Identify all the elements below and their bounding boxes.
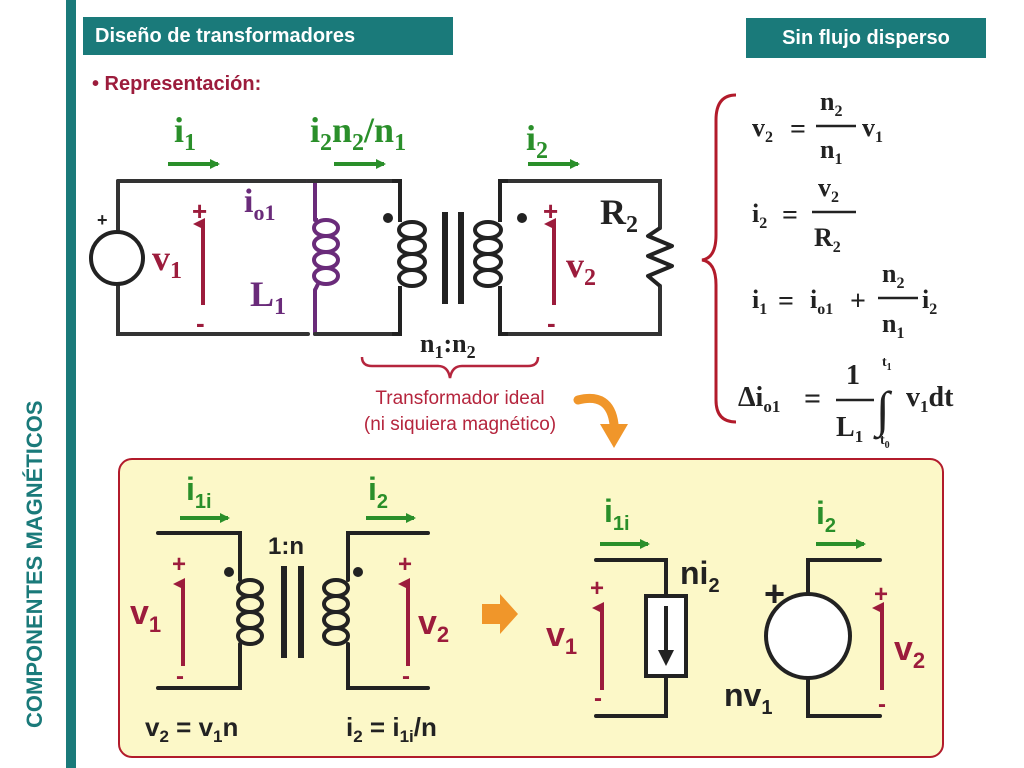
panel-dot-primary [224, 567, 234, 577]
eq3-a: io1 [810, 285, 833, 318]
orange-arrowhead [600, 424, 628, 448]
eq3-lhs: i1 [752, 285, 767, 318]
eq4-rhs: v1dt [906, 382, 954, 416]
ideal-transformer-note: Transformador ideal (ni siquiera magnéti… [310, 386, 610, 438]
panel-core-left [281, 566, 287, 658]
eq3-den: n1 [882, 309, 904, 342]
eq4-lhs: Δio1 [738, 382, 780, 416]
eq4-lower: t0 [880, 433, 890, 451]
top-circuit [116, 179, 662, 336]
label-nv1: nv1 [724, 677, 772, 719]
panel-equivalent-circuit [594, 558, 882, 718]
eq1-num: n2 [820, 87, 842, 120]
eq2-equals: = [782, 200, 798, 231]
eq1-equals: = [790, 114, 806, 145]
eq-v1-minus: - [594, 685, 602, 712]
panel-label-ratio: 1:n [268, 533, 304, 560]
label-L1: L1 [250, 274, 286, 320]
equations-brace [701, 93, 737, 424]
eq4-num: 1 [846, 360, 860, 391]
panel-v1-minus: - [176, 663, 184, 690]
condition-tag: Sin flujo disperso [746, 18, 986, 58]
transformer-primary-coil [392, 179, 427, 336]
eq2-lhs: i2 [752, 199, 767, 232]
eq1-rhs: v1 [862, 113, 883, 146]
eq3-num: n2 [882, 259, 904, 292]
transformer-secondary-coil [473, 179, 508, 336]
panel-label-i1i: i1i [186, 471, 212, 513]
eq-v1-plus: + [590, 575, 604, 602]
eq3-equals: = [778, 286, 794, 317]
panel-eq-left: v2 = v1n [145, 712, 238, 746]
label-v2: v2 [566, 245, 596, 291]
eq-label-v1: v1 [546, 616, 577, 659]
eq-label-i2: i2 [816, 495, 836, 537]
source-plus: + [97, 210, 108, 230]
panel-v2-minus: - [402, 663, 410, 690]
v2-plus: + [543, 196, 558, 226]
panel-label-i2: i2 [368, 471, 388, 513]
label-i-mid: i2n2/n1 [310, 110, 406, 156]
eq4-equals: = [804, 382, 821, 415]
section-bullet: • Representación: [92, 73, 262, 95]
eq1-den: n1 [820, 135, 842, 168]
eq3-b: i2 [922, 285, 937, 318]
transformer-brace [360, 356, 540, 379]
panel-label-v1: v1 [130, 594, 161, 637]
equations: v2 = n2 n1 v1 i2 = v2 R2 i1 = io1 + n2 n… [738, 87, 954, 451]
label-ni2: ni2 [680, 555, 720, 597]
v2-minus: - [547, 308, 556, 338]
eq2-den: R2 [814, 223, 841, 256]
label-i1: i1 [174, 110, 196, 156]
core-bar-left [442, 212, 448, 304]
eq-v2-plus: + [874, 581, 888, 608]
panel-eq-right: i2 = i1i/n [346, 712, 437, 746]
core-bar-right [458, 212, 464, 304]
orange-curved-arrow [573, 394, 619, 429]
eq-v2-minus: - [878, 691, 886, 718]
voltage-source-nv1 [764, 592, 852, 680]
eq-label-v2: v2 [894, 630, 925, 673]
eq2-num: v2 [818, 173, 839, 206]
label-io1: io1 [244, 183, 275, 225]
v1-plus: + [192, 196, 207, 226]
panel-v1-plus: + [172, 551, 186, 578]
eq3-plus: + [850, 286, 866, 317]
current-source-arrowhead [658, 650, 674, 666]
panel-dot-secondary [353, 567, 363, 577]
sidebar-bar [66, 0, 76, 768]
eq4-integral: ∫ [873, 381, 893, 440]
panel-orange-arrow [482, 594, 518, 634]
eq4-upper: t1 [882, 355, 892, 373]
v1-minus: - [196, 308, 205, 338]
label-R2: R2 [600, 192, 638, 238]
eq1-lhs: v2 [752, 113, 773, 146]
label-i2: i2 [526, 118, 548, 164]
resistor-R2 [646, 226, 674, 288]
inductor-L1 [312, 218, 340, 291]
polarity-dot-primary [383, 213, 393, 223]
label-ratio: n1:n2 [420, 329, 476, 362]
eq-label-i1i: i1i [604, 493, 630, 535]
note-line-2: (ni siquiera magnético) [363, 414, 557, 435]
note-line-1: Transformador ideal [375, 388, 545, 409]
panel-ideal-transformer [156, 531, 430, 690]
polarity-dot-secondary [517, 213, 527, 223]
panel-core-right [298, 566, 304, 658]
panel-label-v2: v2 [418, 604, 449, 647]
label-v1: v1 [152, 238, 182, 284]
slide-title: Diseño de transformadores [83, 17, 453, 55]
eq4-den: L1 [836, 412, 863, 446]
voltage-source-v1 [89, 230, 145, 286]
panel-v2-plus: + [398, 551, 412, 578]
nv1-plus: + [764, 573, 785, 614]
